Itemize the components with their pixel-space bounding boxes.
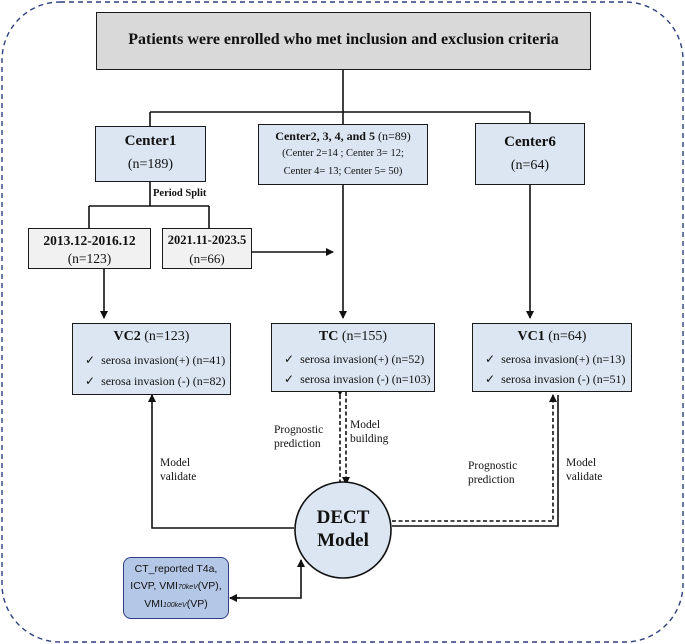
vc1-title: VC1 (n=64) [473, 329, 631, 345]
model-building-line2: building [350, 433, 389, 445]
check-icon: ✓ [485, 352, 496, 366]
center2-5-count: (n=89) [374, 129, 411, 143]
center1-box: Center1 (n=189) [95, 126, 206, 182]
feature-line3: VMI100keV(VP) [124, 596, 228, 614]
period2-count: (n=66) [189, 251, 225, 266]
model-validate-label-left: Model validate [160, 456, 196, 484]
feature-box: CT_reported T4a, ICVP, VMI70keV(VP), VMI… [123, 557, 229, 619]
center2-5-title: Center2, 3, 4, and 5 (n=89) [259, 129, 427, 144]
period2-range: 2021.11-2023.5 [167, 233, 247, 247]
tc-name: TC [318, 329, 339, 344]
dect-model-circle [294, 481, 392, 579]
vc1-count: (n=64) [544, 329, 587, 344]
model-building-line1: Model [350, 419, 381, 431]
feature-line1: CT_reported T4a, [134, 563, 218, 575]
vc2-positive: serosa invasion(+) (n=41) [101, 353, 226, 367]
feature-line2-b: (VP), [197, 580, 222, 592]
period1-count: (n=123) [67, 251, 112, 266]
period-split-label: Period Split [153, 188, 207, 199]
vc2-title: VC2 (n=123) [73, 329, 230, 345]
prognostic-prediction-label-left: Prognostic prediction [274, 423, 323, 451]
enrollment-header-text: Patients were enrolled who met inclusion… [128, 31, 559, 48]
vc2-positive-row: ✓ serosa invasion(+) (n=41) [85, 353, 225, 368]
period1-box: 2013.12-2016.12 (n=123) [28, 228, 151, 269]
model-validate-label-right: Model validate [566, 456, 602, 484]
check-icon: ✓ [485, 372, 496, 386]
vc1-negative: serosa invasion (-) (n=51) [501, 372, 626, 386]
tc-positive-row: ✓ serosa invasion(+) (n=52) [284, 352, 424, 367]
prognostic-left-line2: prediction [274, 438, 321, 450]
center1-count: (n=189) [127, 157, 174, 172]
dect-line2: Model [317, 530, 369, 551]
vc1-name: VC1 [517, 329, 545, 344]
center6-count: (n=64) [510, 158, 550, 173]
vc1-positive: serosa invasion(+) (n=13) [501, 352, 626, 366]
tc-negative: serosa invasion (-) (n=103) [300, 372, 431, 386]
vc2-negative: serosa invasion (-) (n=82) [101, 374, 226, 388]
prognostic-right-line2: prediction [468, 474, 515, 486]
tc-positive: serosa invasion(+) (n=52) [300, 352, 425, 366]
feature-line3-a: VMI [144, 598, 163, 610]
model-validate-right-line2: validate [566, 471, 603, 483]
vc2-name: VC2 [113, 329, 141, 344]
prognostic-prediction-label-right: Prognostic prediction [468, 459, 517, 487]
center2-5-name: Center2, 3, 4, and 5 [275, 129, 375, 143]
check-icon: ✓ [85, 374, 96, 388]
tc-box: TC (n=155) ✓ serosa invasion(+) (n=52) ✓… [271, 323, 435, 392]
vc2-count: (n=123) [140, 329, 190, 344]
model-building-label: Model building [350, 418, 388, 446]
tc-title: TC (n=155) [272, 329, 434, 345]
vc1-box: VC1 (n=64) ✓ serosa invasion(+) (n=13) ✓… [472, 323, 632, 392]
dect-line1: DECT [316, 507, 370, 528]
feature-line3-sub: 100keV [162, 602, 187, 609]
vc2-negative-row: ✓ serosa invasion (-) (n=82) [85, 374, 225, 389]
center2-5-box: Center2, 3, 4, and 5 (n=89) (Center 2=14… [258, 124, 428, 185]
feature-line2-a: ICVP, VMI [130, 580, 178, 592]
center1-name: Center1 [124, 133, 177, 149]
center6-name: Center6 [504, 134, 556, 150]
dect-model-text: DECT Model [295, 506, 391, 552]
check-icon: ✓ [85, 353, 96, 367]
tc-negative-row: ✓ serosa invasion (-) (n=103) [284, 372, 430, 387]
feature-line2: ICVP, VMI70keV(VP), [124, 578, 228, 596]
model-validate-left-line1: Model [160, 457, 191, 469]
center2-5-detail-1: (Center 2=14 ; Center 3= 12; [282, 148, 404, 159]
period2-box: 2021.11-2023.5 (n=66) [162, 228, 252, 269]
tc-count: (n=155) [338, 329, 388, 344]
center2-5-detail-2: Center 4= 13; Center 5= 50) [283, 166, 403, 177]
check-icon: ✓ [284, 372, 295, 386]
model-validate-right-line1: Model [566, 457, 597, 469]
prognostic-left-line1: Prognostic [274, 424, 324, 436]
period1-range: 2013.12-2016.12 [43, 233, 136, 248]
vc2-box: VC2 (n=123) ✓ serosa invasion(+) (n=41) … [72, 323, 231, 395]
vc1-negative-row: ✓ serosa invasion (-) (n=51) [485, 372, 625, 387]
vc1-positive-row: ✓ serosa invasion(+) (n=13) [485, 352, 625, 367]
prognostic-right-line1: Prognostic [468, 460, 518, 472]
model-validate-left-line2: validate [160, 471, 197, 483]
feature-line2-sub: 70keV [177, 584, 198, 591]
enrollment-header-box: Patients were enrolled who met inclusion… [96, 12, 591, 70]
check-icon: ✓ [284, 352, 295, 366]
center6-box: Center6 (n=64) [475, 123, 585, 185]
feature-line3-b: (VP) [186, 598, 208, 610]
